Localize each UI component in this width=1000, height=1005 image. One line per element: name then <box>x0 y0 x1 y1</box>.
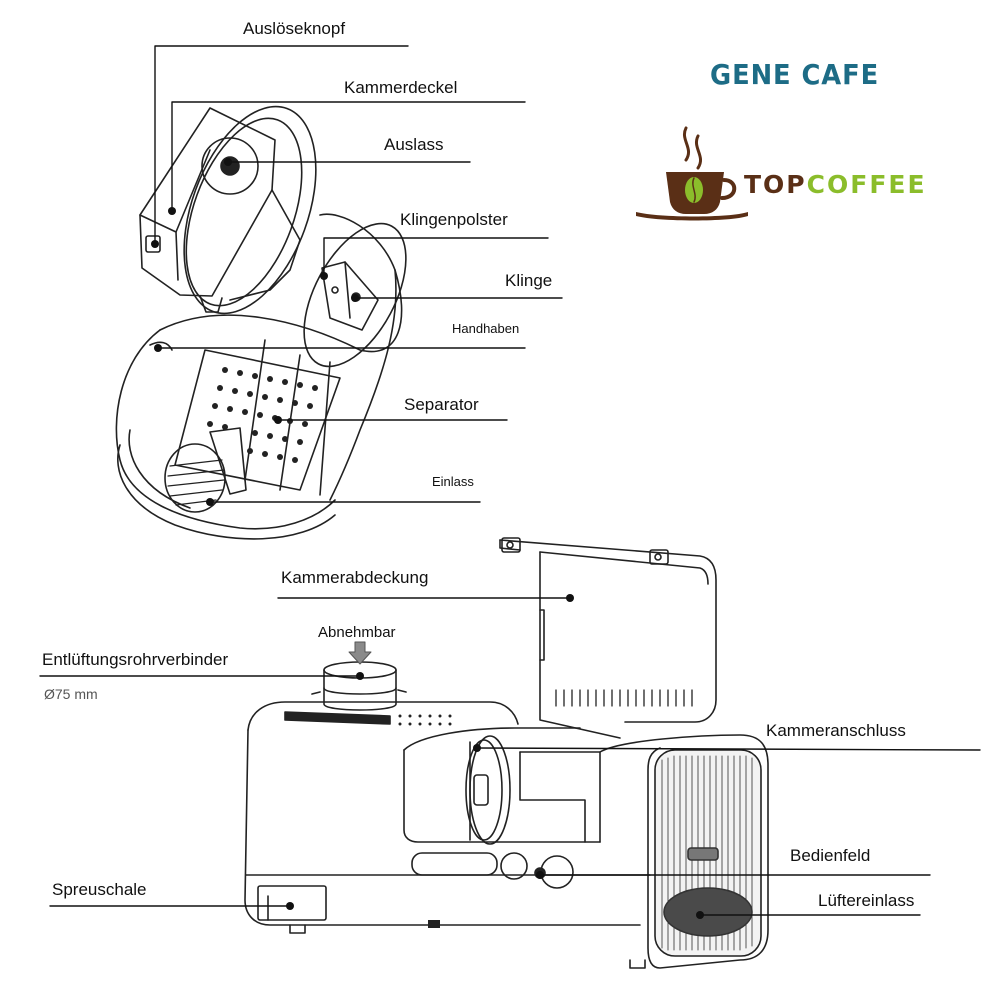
label-luftereinlass: Lüftereinlass <box>818 891 915 910</box>
label-kammerabdeckung: Kammerabdeckung <box>281 568 429 587</box>
label-separator: Separator <box>404 395 479 414</box>
side-grille-illustration <box>599 734 769 969</box>
label-klingenpolster: Klingenpolster <box>400 210 508 229</box>
leader-dots <box>151 158 704 919</box>
label-auslass: Auslass <box>384 135 444 154</box>
label-kammeranschluss: Kammeranschluss <box>766 721 906 740</box>
exhaust-connector-illustration <box>311 641 407 711</box>
label-klinge: Klinge <box>505 271 553 290</box>
topcoffee-logo-part2: COFFEE <box>806 170 927 199</box>
label-abnehmbar: Abnehmbar <box>318 624 396 641</box>
separator-holes <box>207 367 318 463</box>
leader-lines <box>39 45 981 916</box>
label-kammerdeckel: Kammerdeckel <box>344 78 458 97</box>
label-spreuschale: Spreuschale <box>52 880 147 899</box>
label-handhaben: Handhaben <box>452 321 520 336</box>
topcoffee-logo: TOPCOFFEE <box>744 170 927 199</box>
label-ausloeseknopf: Auslöseknopf <box>243 19 346 38</box>
blade-illustration <box>321 261 379 331</box>
label-entlueftungsrohrverbinder: Entlüftungsrohrverbinder <box>42 650 229 669</box>
roaster-body-illustration <box>244 701 651 969</box>
label-einlass: Einlass <box>432 474 474 489</box>
chamber-lid-illustration <box>139 105 317 315</box>
chamber-cover-illustration <box>499 537 717 739</box>
label-diameter: Ø75 mm <box>44 686 98 702</box>
chamber-drum-illustration <box>115 213 407 540</box>
topcoffee-logo-part1: TOP <box>744 170 807 199</box>
coffee-cup-icon <box>636 126 748 221</box>
label-bedienfeld: Bedienfeld <box>790 846 871 865</box>
gene-cafe-logo: GENE CAFE <box>710 58 880 91</box>
inlet-mesh <box>164 443 226 513</box>
separator-plate <box>209 427 247 495</box>
